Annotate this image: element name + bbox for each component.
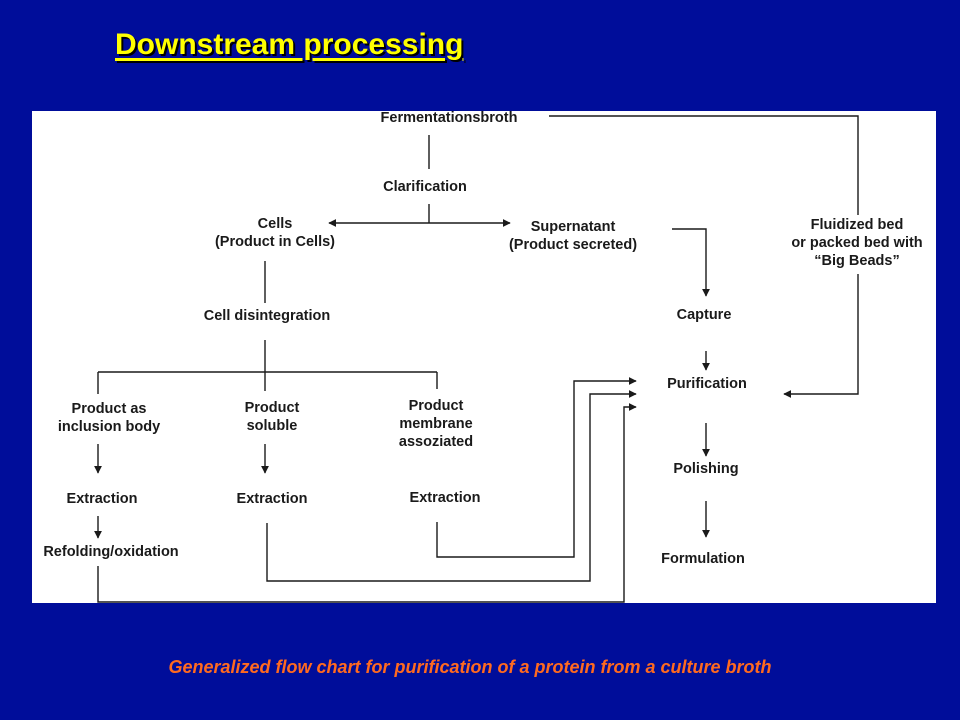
node-product-soluble: Product soluble <box>244 400 300 434</box>
node-formulation: Formulation <box>661 551 745 567</box>
figure-caption: Generalized flow chart for purification … <box>168 657 772 677</box>
node-product-membrane: Product membrane assoziated <box>398 398 474 450</box>
flowchart-connectors <box>94 115 859 603</box>
connector-fermentation-fluidized <box>549 115 859 215</box>
arrow-soluble-extraction-purification <box>266 390 637 582</box>
arrow-membrane-extraction-purification <box>436 377 637 558</box>
node-capture: Capture <box>676 307 732 323</box>
node-fermentationsbroth: Fermentationsbroth <box>380 111 518 126</box>
node-purification: Purification <box>667 376 747 392</box>
node-polishing: Polishing <box>673 461 739 477</box>
flowchart-panel: Fermentationsbroth Clarification Cells (… <box>32 111 936 603</box>
node-extraction-inclusion: Extraction <box>66 491 138 507</box>
node-cell-disintegration: Cell disintegration <box>203 308 331 324</box>
node-clarification: Clarification <box>383 179 467 195</box>
arrow-refolding-purification <box>97 403 637 603</box>
node-fluidized-bed: Fluidized bed or packed bed with “Big Be… <box>791 217 923 269</box>
node-cells: Cells (Product in Cells) <box>214 216 336 250</box>
node-extraction-soluble: Extraction <box>236 491 308 507</box>
node-inclusion-body: Product as inclusion body <box>57 401 161 435</box>
slide-title: Downstream processing <box>115 28 464 61</box>
node-refolding-oxidation: Refolding/oxidation <box>43 544 179 560</box>
arrow-supernatant-capture <box>672 228 710 297</box>
node-extraction-membrane: Extraction <box>409 490 481 506</box>
node-supernatant: Supernatant (Product secreted) <box>508 219 638 253</box>
arrow-fluidized-purification <box>783 274 859 398</box>
